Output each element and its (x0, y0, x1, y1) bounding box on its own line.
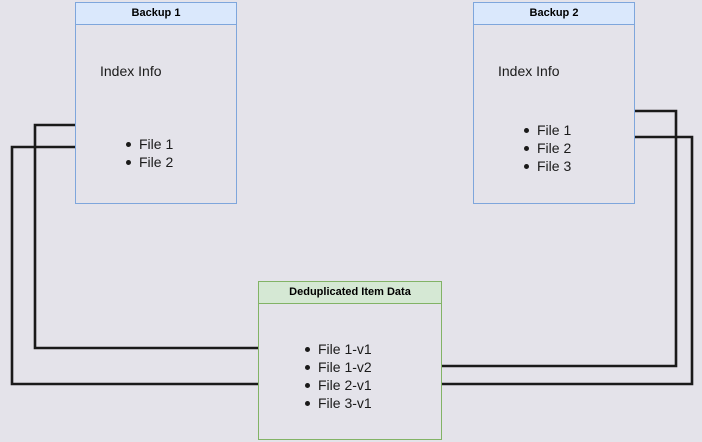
list-item: File 1-v1 (303, 340, 372, 358)
list-item: File 3 (522, 157, 571, 175)
deduplicated-item-data-body: File 1-v1 File 1-v2 File 2-v1 File 3-v1 (259, 304, 441, 439)
list-item: File 1 (124, 135, 173, 153)
backup-2-body: Index Info File 1 File 2 File 3 (474, 25, 634, 203)
backup-1-caption: Index Info (100, 63, 162, 79)
backup-2-title: Backup 2 (474, 3, 634, 25)
list-item: File 3-v1 (303, 394, 372, 412)
backup-2-caption: Index Info (498, 63, 560, 79)
deduplicated-item-data-box: Deduplicated Item Data File 1-v1 File 1-… (258, 281, 442, 440)
backup-1-body: Index Info File 1 File 2 (76, 25, 236, 203)
list-item: File 2 (124, 153, 173, 171)
backup-1-box: Backup 1 Index Info File 1 File 2 (75, 2, 237, 204)
backup-2-box: Backup 2 Index Info File 1 File 2 File 3 (473, 2, 635, 204)
backup-1-file-list: File 1 File 2 (124, 135, 173, 171)
dedup-file-list: File 1-v1 File 1-v2 File 2-v1 File 3-v1 (303, 340, 372, 412)
list-item: File 1 (522, 121, 571, 139)
backup-2-file-list: File 1 File 2 File 3 (522, 121, 571, 175)
list-item: File 2 (522, 139, 571, 157)
backup-1-title: Backup 1 (76, 3, 236, 25)
list-item: File 2-v1 (303, 376, 372, 394)
list-item: File 1-v2 (303, 358, 372, 376)
deduplicated-item-data-title: Deduplicated Item Data (259, 282, 441, 304)
